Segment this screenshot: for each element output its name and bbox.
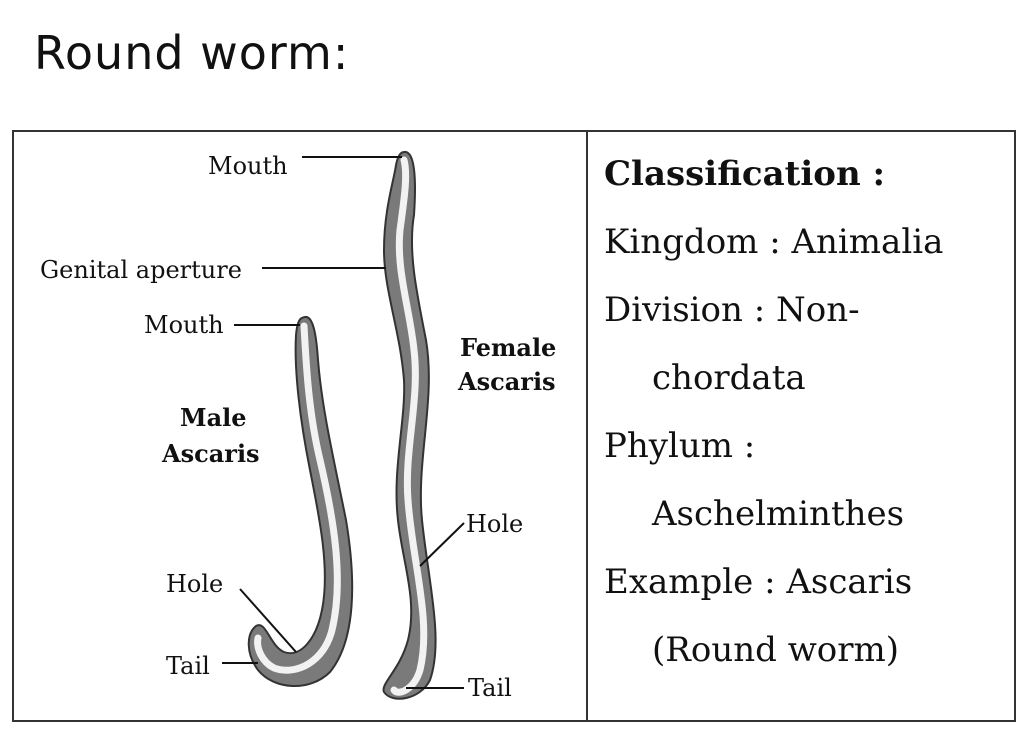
classification-phylum-cont: Aschelminthes — [652, 494, 905, 534]
classification-kingdom: Kingdom : Animalia — [604, 222, 944, 262]
classification-example-cont: (Round worm) — [652, 630, 900, 670]
column-divider — [586, 130, 588, 722]
classification-division-cont: chordata — [652, 358, 806, 398]
page-title: Round worm: — [34, 26, 350, 80]
label-genital-aperture: Genital aperture — [40, 256, 242, 284]
leader-hole-male — [239, 588, 297, 653]
female-ascaris-worm — [382, 151, 437, 700]
label-female-line2: Ascaris — [457, 367, 556, 396]
classification-panel: Classification : Kingdom : Animalia Divi… — [604, 140, 1004, 684]
classification-example: Example : Ascaris — [604, 562, 913, 602]
leader-hole-female — [419, 522, 465, 567]
label-male-line2: Ascaris — [161, 439, 260, 468]
content-frame — [12, 130, 1016, 722]
label-tail-male: Tail — [166, 652, 210, 680]
label-mouth-male: Mouth — [144, 311, 224, 339]
label-male-line1: Male — [180, 403, 247, 432]
label-tail-female: Tail — [468, 674, 512, 702]
male-ascaris-worm — [247, 315, 354, 687]
label-mouth-female: Mouth — [208, 152, 288, 180]
label-female-line1: Female — [460, 333, 556, 362]
classification-heading: Classification : — [604, 154, 886, 194]
leader-lines — [222, 156, 465, 689]
label-hole-male: Hole — [166, 570, 223, 598]
label-hole-female: Hole — [466, 510, 523, 538]
classification-phylum: Phylum : — [604, 426, 756, 466]
classification-division: Division : Non- — [604, 290, 860, 330]
